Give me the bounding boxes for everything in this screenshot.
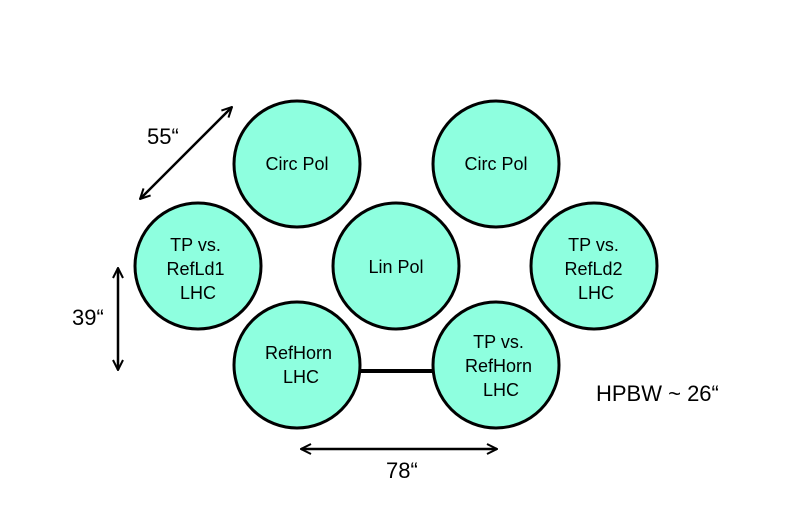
horn-label-line-1: RefHorn <box>265 343 332 363</box>
horn-circle <box>431 300 561 430</box>
horn-refhorn-lhc: RefHorn LHC <box>232 300 362 430</box>
horn-label: Circ Pol <box>464 154 527 174</box>
horn-lin-pol: Lin Pol <box>331 201 461 331</box>
vertical-dimension-label: 39“ <box>72 305 104 330</box>
svg-text:RefHorn LHC: RefHorn LHC <box>265 343 337 387</box>
horn-label-line-1: TP vs. <box>568 235 619 255</box>
svg-text:TP vs. RefLd2 LHC: TP vs. RefLd2 LHC <box>564 235 627 303</box>
horn-label-line-3: LHC <box>180 283 216 303</box>
svg-text:Lin Pol: Lin Pol <box>368 257 423 277</box>
horn-tp-refhorn: TP vs. RefHorn LHC <box>431 300 561 430</box>
horn-label-line-2: RefHorn <box>465 356 532 376</box>
horn-label-line-2: LHC <box>283 367 319 387</box>
hpbw-label: HPBW ~ 26“ <box>596 381 719 406</box>
horn-label: Circ Pol <box>265 154 328 174</box>
diagonal-dimension-arrow <box>140 107 232 199</box>
horn-label: Lin Pol <box>368 257 423 277</box>
horn-circ-pol-right: Circ Pol <box>431 99 561 229</box>
horn-circle <box>133 201 263 331</box>
horn-circ-pol-left: Circ Pol <box>232 99 362 229</box>
svg-text:Circ Pol: Circ Pol <box>464 154 527 174</box>
horizontal-dimension-label: 78“ <box>386 458 418 483</box>
horn-circle <box>431 99 561 229</box>
horn-label-line-1: TP vs. <box>473 332 524 352</box>
horn-tp-refld2: TP vs. RefLd2 LHC <box>529 201 659 331</box>
horn-circle <box>232 300 362 430</box>
horn-label-line-3: LHC <box>483 380 519 400</box>
horn-label-line-2: RefLd1 <box>166 259 224 279</box>
horn-circle <box>529 201 659 331</box>
diagonal-dimension-label: 55“ <box>147 124 179 149</box>
horn-label-line-3: LHC <box>578 283 614 303</box>
svg-text:Circ Pol: Circ Pol <box>265 154 328 174</box>
horn-label-line-1: TP vs. <box>170 235 221 255</box>
horn-circle <box>331 201 461 331</box>
svg-text:TP vs. RefHorn LHC: TP vs. RefHorn LHC <box>465 332 537 400</box>
horn-circle <box>232 99 362 229</box>
horn-tp-refld1: TP vs. RefLd1 LHC <box>133 201 263 331</box>
horn-label-line-2: RefLd2 <box>564 259 622 279</box>
svg-text:TP vs. RefLd1 LHC: TP vs. RefLd1 LHC <box>166 235 229 303</box>
